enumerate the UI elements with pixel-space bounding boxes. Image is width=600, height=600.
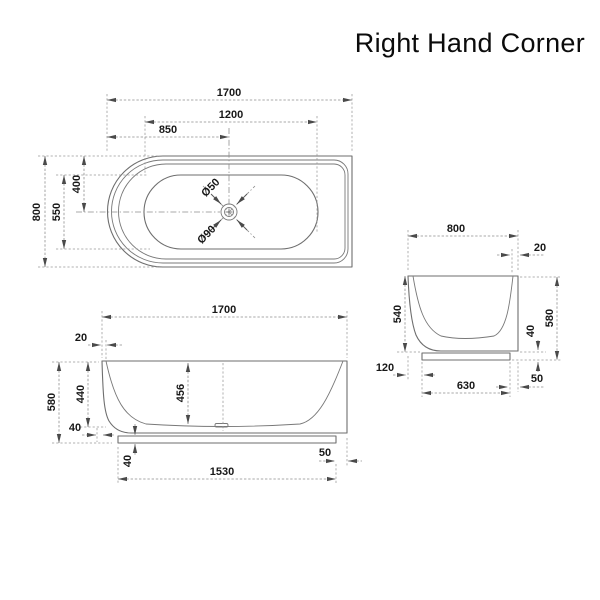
dim-side-plinth-inset-front: 120	[376, 362, 394, 374]
side-plinth	[421, 352, 511, 361]
dim-plan-drain-from-left: 850	[159, 124, 177, 136]
dim-side-overall-height: 580	[544, 309, 556, 327]
dim-front-plinth-inset-right: 50	[319, 447, 331, 459]
dim-side-overall-width: 800	[447, 223, 465, 235]
front-view: 1700 20 580 440 456 40 40 1530 50	[46, 304, 362, 484]
side-bowl-profile	[412, 275, 514, 339]
dim-front-plinth-length: 1530	[210, 466, 234, 478]
dim-side-plinth-inset-back: 50	[531, 373, 543, 385]
plan-rim-inner	[118, 163, 346, 260]
dim-drain-diameter-large: Ø90	[195, 223, 218, 246]
front-plinth	[117, 435, 337, 444]
dim-plan-drain-from-back: 400	[71, 175, 83, 193]
page-title: Right Hand Corner	[355, 28, 585, 58]
drain-symbol	[202, 185, 256, 239]
dim-side-plinth-height: 40	[525, 325, 537, 337]
dim-front-overall-length: 1700	[212, 304, 236, 316]
dim-plan-overall-width: 800	[31, 203, 43, 221]
side-left-curve	[407, 275, 442, 352]
plan-rim-outer	[111, 159, 349, 264]
dim-front-overall-height: 580	[46, 393, 58, 411]
side-view: 800 20 540 580 40 120 630 50	[376, 223, 562, 397]
dim-front-end-height: 440	[75, 385, 87, 403]
plan-view: Ø50 Ø90 1700 1200 850 800 550 400	[31, 87, 353, 268]
front-left-curve	[101, 360, 132, 434]
dim-front-plinth-height: 40	[122, 455, 134, 467]
dim-drain-diameter-small: Ø50	[199, 176, 222, 199]
dim-side-rim-thickness: 20	[534, 242, 546, 254]
dim-side-front-height: 540	[392, 305, 404, 323]
dim-front-inner-depth: 456	[175, 384, 187, 402]
dim-front-rim-thickness: 20	[75, 332, 87, 344]
plan-bowl-outline	[143, 174, 319, 250]
dim-plan-overall-length: 1700	[217, 87, 241, 99]
plan-deck-outline	[107, 155, 353, 268]
front-drain-bump	[214, 423, 229, 428]
dim-front-base-corner-offset: 40	[69, 422, 81, 434]
dim-plan-inner-length: 1200	[219, 109, 243, 121]
dim-side-plinth-width: 630	[457, 380, 475, 392]
front-bowl-profile	[105, 360, 344, 427]
dim-plan-inner-width: 550	[51, 203, 63, 221]
